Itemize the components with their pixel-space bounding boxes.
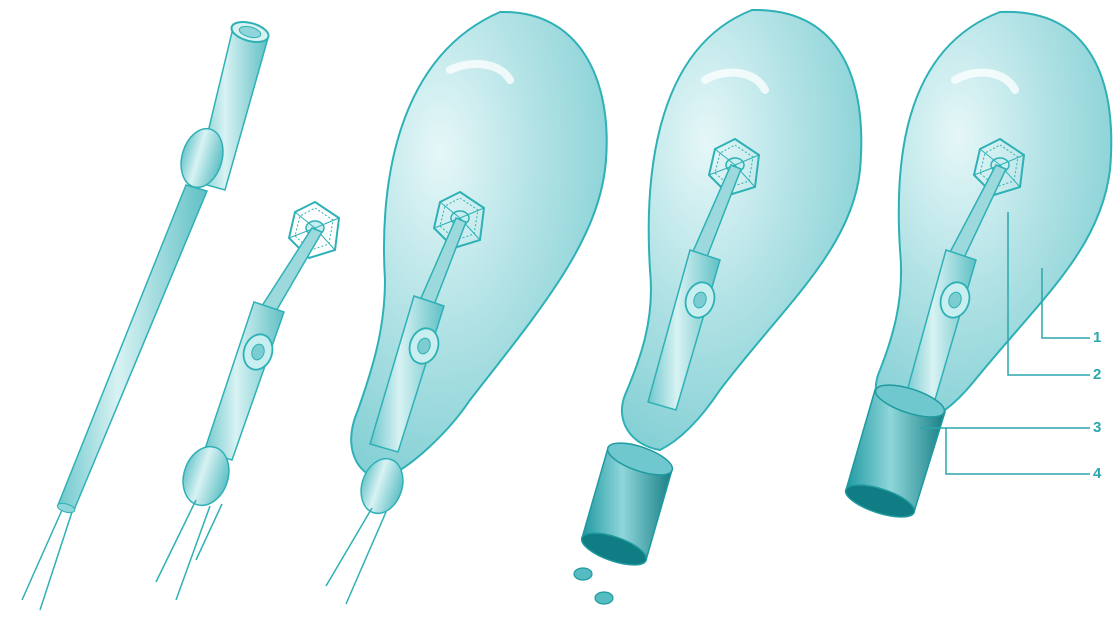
callout-label-2: 2: [1093, 367, 1101, 382]
mount-assembly-stage: [156, 202, 339, 600]
cap-attached-stage: [574, 10, 861, 604]
lead-wire: [40, 512, 72, 610]
callout-label-1: 1: [1093, 330, 1101, 345]
contact-piece: [595, 592, 613, 604]
tube-lower: [58, 185, 207, 510]
press: [204, 302, 284, 460]
lead-wire: [22, 510, 62, 600]
contact-piece: [574, 568, 592, 580]
glass-tube-stage: [22, 18, 271, 610]
stem: [258, 228, 322, 318]
finished-lamp-stage: [842, 12, 1111, 524]
bulb-sealed-stage: [326, 12, 607, 604]
callout-label-3: 3: [1093, 420, 1101, 435]
callout-line-4: [946, 428, 1090, 474]
callout-label-4: 4: [1093, 466, 1101, 481]
